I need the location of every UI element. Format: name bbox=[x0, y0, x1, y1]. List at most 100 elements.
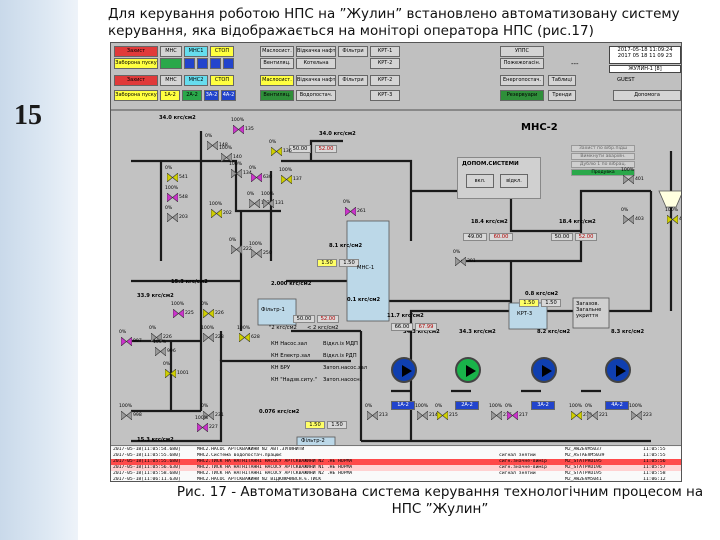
pump-1a2[interactable] bbox=[391, 357, 417, 383]
valve-icon[interactable] bbox=[202, 308, 215, 319]
toolbar-filtry-2[interactable]: Фільтри bbox=[338, 75, 368, 86]
toolbar-vodopostach[interactable]: Водопостач. bbox=[296, 90, 336, 101]
toolbar-status-b4[interactable] bbox=[223, 58, 234, 69]
valve-icon[interactable] bbox=[166, 172, 179, 183]
event-time: 2017-05-18[11:06:11.630] bbox=[113, 477, 181, 482]
pump-tag-4a2[interactable]: 4А-2 bbox=[605, 401, 629, 410]
valve-percent: 100% bbox=[165, 186, 179, 191]
toolbar-dopomoga[interactable]: Допомога bbox=[613, 90, 681, 101]
valve-icon[interactable] bbox=[622, 214, 635, 225]
event-row[interactable]: 2017-05-18[11:05:55.680]МНС2.Система вод… bbox=[111, 453, 681, 459]
valve-icon[interactable] bbox=[262, 198, 275, 209]
toolbar-zakhyst-2[interactable]: Захист bbox=[114, 75, 158, 86]
valve-icon[interactable] bbox=[250, 172, 263, 183]
toolbar-status-b3[interactable] bbox=[210, 58, 221, 69]
valve-percent: 100% bbox=[201, 326, 215, 331]
valve-icon[interactable] bbox=[506, 410, 519, 421]
valve-icon[interactable] bbox=[210, 208, 223, 219]
toolbar-krt2-b[interactable]: КРТ-2 bbox=[370, 75, 400, 86]
toolbar-mns2[interactable]: МНС2 bbox=[184, 75, 208, 86]
toolbar-energopostach[interactable]: Енергопостач. bbox=[500, 75, 544, 86]
toolbar-2a2[interactable]: 2А-2 bbox=[182, 90, 202, 101]
toolbar-mns-1[interactable]: МНС bbox=[160, 46, 182, 57]
valve-icon[interactable] bbox=[206, 140, 219, 151]
toolbar-mns1[interactable]: МНС1 bbox=[184, 46, 208, 57]
valve-icon[interactable] bbox=[120, 336, 133, 347]
valve-icon[interactable] bbox=[666, 214, 679, 225]
pump-2a2[interactable] bbox=[455, 357, 481, 383]
toolbar-maslosyst-2[interactable]: Маслосист. bbox=[260, 75, 294, 86]
valve-icon[interactable] bbox=[344, 206, 357, 217]
valve-icon[interactable] bbox=[280, 174, 293, 185]
event-row[interactable]: 2017-05-18[11:05:56.630]МНС2.ТИСК НА НАГ… bbox=[111, 465, 681, 471]
toolbar-zaborona-1[interactable]: Заборона пуску bbox=[114, 58, 158, 69]
valve-icon[interactable] bbox=[232, 124, 245, 135]
valve-icon[interactable] bbox=[270, 146, 283, 157]
toolbar-ventyliats-2[interactable]: Вентиляц. bbox=[260, 90, 294, 101]
valve-shape bbox=[238, 332, 251, 343]
valve-icon[interactable] bbox=[490, 410, 503, 421]
valve-icon[interactable] bbox=[366, 410, 379, 421]
valve-icon[interactable] bbox=[196, 422, 209, 433]
toolbar-tablytsi[interactable]: Таблиці bbox=[548, 75, 576, 86]
toolbar-vidkachka-1[interactable]: Відкачка нафтов bbox=[296, 46, 336, 57]
toolbar-status-b2[interactable] bbox=[197, 58, 208, 69]
toolbar-stop-1[interactable]: СТОП bbox=[210, 46, 234, 57]
toolbar-krt2-a[interactable]: КРТ-2 bbox=[370, 58, 400, 69]
toolbar-upps[interactable]: УППС bbox=[500, 46, 544, 57]
valve-icon[interactable] bbox=[220, 152, 233, 163]
toolbar-rezervuary[interactable]: Резервуари bbox=[500, 90, 544, 101]
valve-icon[interactable] bbox=[250, 248, 263, 259]
toolbar-vidkachka-2[interactable]: Відкачка нафтов bbox=[296, 75, 336, 86]
toolbar-maslosyst-1[interactable]: Маслосист. bbox=[260, 46, 294, 57]
valve-icon[interactable] bbox=[622, 174, 635, 185]
toolbar-status-b1[interactable] bbox=[184, 58, 195, 69]
zagaz-label: Загазов. Загальне укриття bbox=[576, 301, 602, 319]
valve-icon[interactable] bbox=[230, 168, 243, 179]
dopomoga-on-button[interactable]: вкл. bbox=[466, 174, 494, 188]
toolbar-zaborona-2[interactable]: Заборона пуску bbox=[114, 90, 158, 101]
valve-icon[interactable] bbox=[166, 192, 179, 203]
valve-icon[interactable] bbox=[570, 410, 583, 421]
valve-icon[interactable] bbox=[166, 212, 179, 223]
toolbar-3a2[interactable]: 3А-2 bbox=[204, 90, 219, 101]
valve-icon[interactable] bbox=[630, 410, 643, 421]
pump-3a2[interactable] bbox=[531, 357, 557, 383]
toolbar-ventyliats-1[interactable]: Вентиляц. bbox=[260, 58, 294, 69]
toolbar-pozhezhogasin[interactable]: Пожежогасін. bbox=[500, 58, 544, 69]
toolbar-1a2[interactable]: 1А-2 bbox=[160, 90, 180, 101]
valve-icon[interactable] bbox=[238, 332, 251, 343]
toolbar-4a2[interactable]: 4А-2 bbox=[221, 90, 236, 101]
valve-shape bbox=[120, 410, 133, 421]
valve-icon[interactable] bbox=[230, 244, 243, 255]
toolbar-krt1[interactable]: КРТ-1 bbox=[370, 46, 400, 57]
toolbar-status-g1[interactable] bbox=[160, 58, 182, 69]
toolbar-kotelna[interactable]: Котельна bbox=[296, 58, 336, 69]
toolbar-stop-2[interactable]: СТОП bbox=[210, 75, 234, 86]
valve-icon[interactable] bbox=[164, 368, 177, 379]
event-row[interactable]: 2017-05-18[11:05:58.680]МНС2.ТИСК НА НАГ… bbox=[111, 471, 681, 477]
valve-icon[interactable] bbox=[454, 256, 467, 267]
readout-r3-a: 49.00 bbox=[463, 233, 487, 241]
toolbar-filtry-1[interactable]: Фільтри bbox=[338, 46, 368, 57]
pump-tag-1a2[interactable]: 1А-2 bbox=[391, 401, 415, 410]
valve-icon[interactable] bbox=[248, 198, 261, 209]
valve-icon[interactable] bbox=[202, 332, 215, 343]
toolbar-trendy[interactable]: Тренди bbox=[548, 90, 576, 101]
event-row[interactable]: 2017-05-18[11:06:11.630]МНС2.НАСОС АРТСК… bbox=[111, 477, 681, 482]
valve-icon[interactable] bbox=[586, 410, 599, 421]
pump-tag-3a2[interactable]: 3А-2 bbox=[531, 401, 555, 410]
valve-icon[interactable] bbox=[154, 346, 167, 357]
valve-icon[interactable] bbox=[436, 410, 449, 421]
pump-tag-2a2[interactable]: 2А-2 bbox=[455, 401, 479, 410]
event-row[interactable]: 2017-05-18[11:05:55.680]МНС2.ТИСК НА НАГ… bbox=[111, 459, 681, 465]
valve-icon[interactable] bbox=[120, 410, 133, 421]
valve-icon[interactable] bbox=[416, 410, 429, 421]
valve-icon[interactable] bbox=[172, 308, 185, 319]
dopomoga-off-button[interactable]: відкл. bbox=[500, 174, 528, 188]
event-row[interactable]: 2017-05-18[11:05:54.680]МНС2.НАСОС АРТСК… bbox=[111, 447, 681, 453]
toolbar-krt3[interactable]: КРТ-3 bbox=[370, 90, 400, 101]
toolbar-zakhyst-1[interactable]: Захист bbox=[114, 46, 158, 57]
toolbar-mns-2[interactable]: МНС bbox=[160, 75, 182, 86]
pump-4a2[interactable] bbox=[605, 357, 631, 383]
